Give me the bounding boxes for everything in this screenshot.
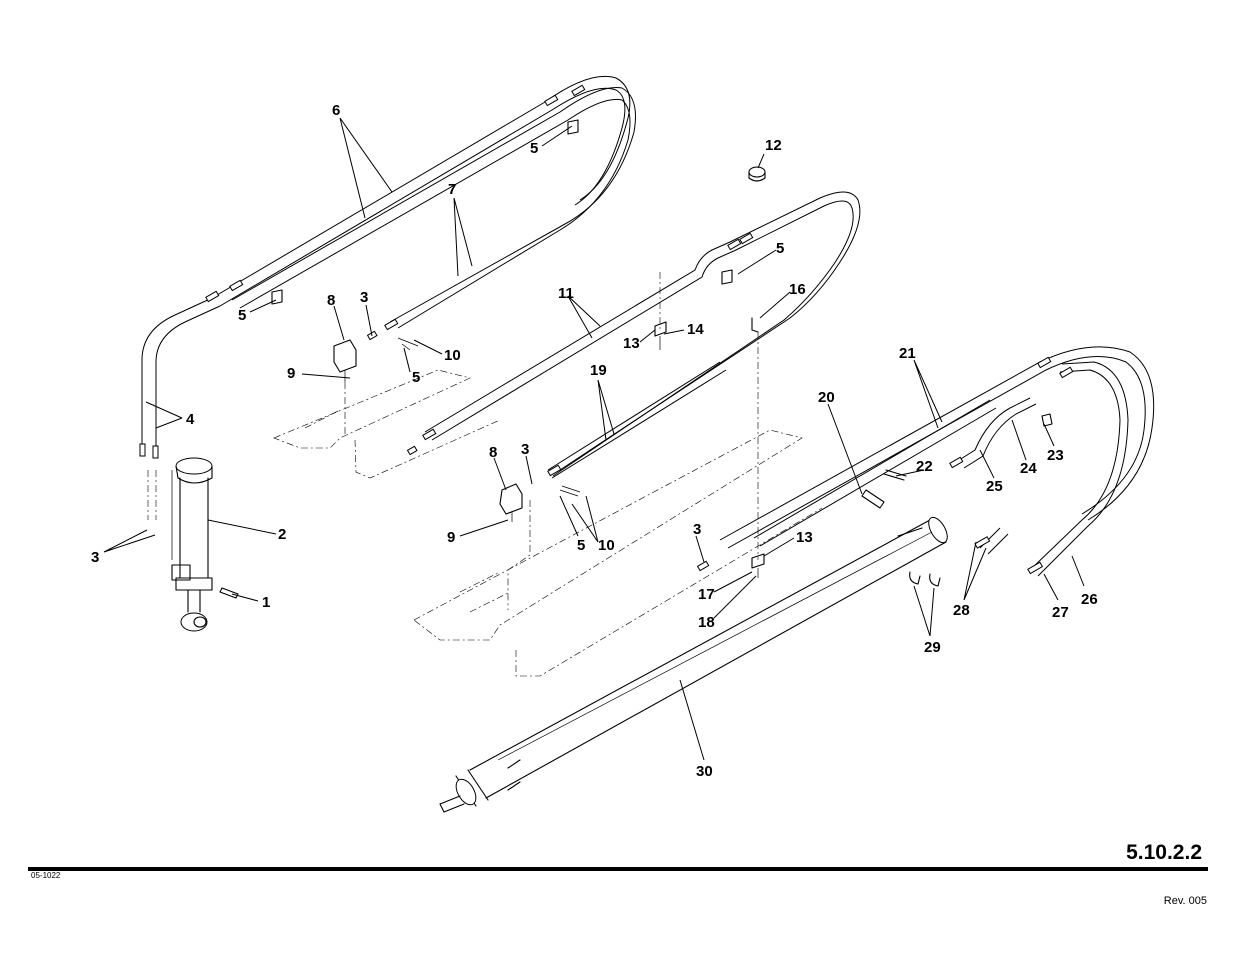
callout-22: 22 xyxy=(916,458,933,475)
bottom-rule xyxy=(28,867,1208,871)
hose-26-27 xyxy=(979,361,1129,577)
callout-10: 10 xyxy=(444,347,461,364)
elbow-fittings-29 xyxy=(909,571,941,587)
callout-21: 21 xyxy=(899,345,916,362)
callout-16: 16 xyxy=(789,281,806,298)
callout-11: 11 xyxy=(558,285,574,302)
fitting-1 xyxy=(219,587,239,599)
callout-27: 27 xyxy=(1052,604,1069,621)
callout-13: 13 xyxy=(623,335,640,352)
lift-cylinder xyxy=(171,457,213,632)
hose-21 xyxy=(719,346,1155,549)
clip-5-left xyxy=(271,119,579,305)
plate-left xyxy=(273,369,501,479)
cap-12 xyxy=(748,166,766,182)
callout-25: 25 xyxy=(986,478,1003,495)
callout-3: 3 xyxy=(360,289,368,306)
callout-24: 24 xyxy=(1020,460,1037,477)
callout-1: 1 xyxy=(262,594,270,611)
callout-18: 18 xyxy=(698,614,715,631)
hose-fittings-left xyxy=(205,84,586,341)
callout-29: 29 xyxy=(924,639,941,656)
revision-label: Rev. 005 xyxy=(1163,895,1207,907)
clamp-13-17-18 xyxy=(751,553,765,578)
callout-3: 3 xyxy=(521,441,529,458)
callout-5: 5 xyxy=(412,369,420,386)
callout-26: 26 xyxy=(1081,591,1098,608)
extend-cylinder-30 xyxy=(439,516,948,813)
callout-9: 9 xyxy=(447,529,455,546)
clamp-13-14 xyxy=(654,272,667,350)
callout-6: 6 xyxy=(332,102,340,119)
drawing-code: 05-1022 xyxy=(31,871,61,880)
callout-23: 23 xyxy=(1047,447,1064,464)
callout-28: 28 xyxy=(953,602,970,619)
callout-5: 5 xyxy=(577,537,585,554)
mount-bracket-middle xyxy=(499,483,581,522)
callout-8: 8 xyxy=(489,444,497,461)
sheet-number: 5.10.2.2 xyxy=(1126,841,1202,864)
hose-7 xyxy=(231,87,636,329)
callout-2: 2 xyxy=(278,526,286,543)
callout-9: 9 xyxy=(287,365,295,382)
callout-30: 30 xyxy=(696,763,713,780)
callout-labels: 1 2 3 3 3 3 4 5 5 5 5 5 6 7 8 8 9 9 10 1… xyxy=(91,102,1098,780)
callout-3: 3 xyxy=(91,549,99,566)
callout-12: 12 xyxy=(765,137,782,154)
callout-3: 3 xyxy=(693,521,701,538)
callout-13: 13 xyxy=(796,529,813,546)
callout-14: 14 xyxy=(687,321,704,338)
callout-5: 5 xyxy=(776,240,784,257)
hose-19 xyxy=(547,361,727,479)
callout-20: 20 xyxy=(818,389,835,406)
callout-10: 10 xyxy=(598,537,615,554)
hose-11 xyxy=(424,191,861,477)
hose-fittings-middle xyxy=(406,232,754,477)
callout-7: 7 xyxy=(448,181,456,198)
leader-lines xyxy=(103,117,1085,761)
callout-19: 19 xyxy=(590,362,607,379)
callout-5: 5 xyxy=(238,307,246,324)
hose-4 xyxy=(139,297,221,520)
hose-fittings-right xyxy=(696,356,1074,575)
plate-middle xyxy=(413,429,823,677)
callout-8: 8 xyxy=(327,292,335,309)
callout-5: 5 xyxy=(530,140,538,157)
callout-17: 17 xyxy=(698,586,715,603)
mount-bracket-left xyxy=(333,337,419,382)
pin-16 xyxy=(751,317,759,560)
callout-4: 4 xyxy=(186,411,195,428)
